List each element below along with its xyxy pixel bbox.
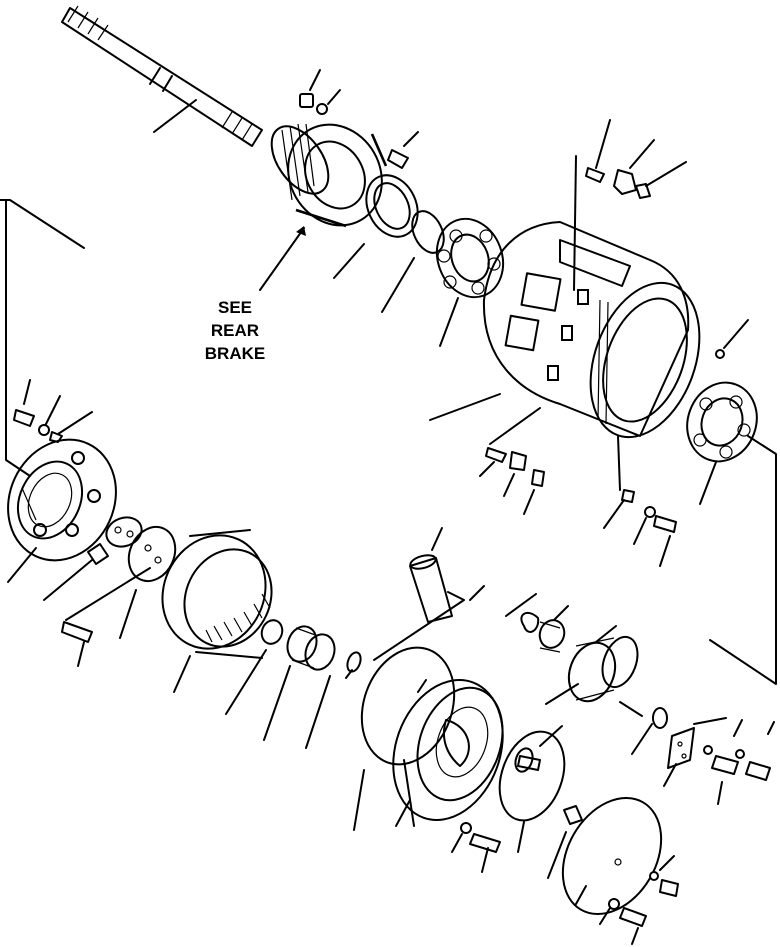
leader-line	[469, 585, 485, 601]
oil-seal	[333, 174, 419, 279]
bearing-right	[686, 381, 758, 505]
bearing-upper	[435, 217, 505, 347]
flange-bolts	[451, 822, 501, 873]
capscrew-left	[61, 621, 93, 667]
axle-housing	[429, 221, 701, 439]
axle-shaft	[61, 5, 263, 147]
brake-hub-ring-gear	[259, 123, 388, 291]
hub-bolt	[387, 131, 419, 169]
planet-gear-set	[225, 619, 362, 749]
plate-bolt-right	[603, 435, 677, 567]
ring-gear-drum	[161, 529, 273, 693]
gasket-left	[353, 646, 456, 831]
sun-gear	[505, 593, 569, 653]
washer-right	[715, 319, 749, 359]
nut-washer-top	[299, 69, 341, 115]
see-rear-brake-callout: SEE REAR BRAKE	[196, 296, 274, 365]
callout-line-2: REAR	[210, 321, 260, 340]
planet-pin	[373, 527, 465, 661]
lock-nut	[514, 725, 563, 773]
breather-fitting	[573, 119, 687, 291]
cover-bolts	[599, 855, 679, 945]
carrier-bolts	[13, 379, 93, 443]
bearing-lower	[545, 625, 639, 705]
callout-line-3: BRAKE	[204, 344, 266, 363]
planet-carrier	[0, 199, 117, 583]
wheel-hub-flange	[392, 679, 504, 827]
gasket-right	[498, 730, 566, 853]
thrust-plate	[43, 516, 143, 601]
bracket-group-right	[619, 435, 777, 805]
callout-line-1: SEE	[217, 298, 253, 317]
housing-fitting-lower	[479, 407, 545, 515]
